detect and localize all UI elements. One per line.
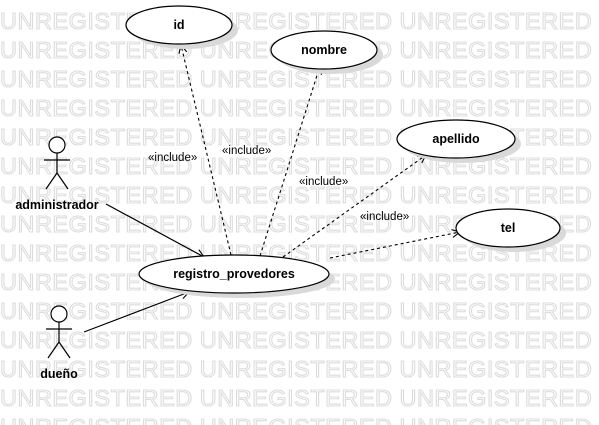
watermark-row: UNREGISTERED UNREGISTERED UNREGISTERED: [0, 356, 592, 382]
watermark-row: UNREGISTERED UNREGISTERED UNREGISTERED: [0, 240, 592, 266]
watermark-row: UNREGISTERED UNREGISTERED UNREGISTERED: [0, 385, 592, 411]
association-administrador: [105, 203, 204, 257]
use-case-registro-provedores-label: registro_provedores: [173, 267, 295, 281]
actor-figure-icon: [44, 136, 70, 190]
watermark-row: UNREGISTERED UNREGISTERED UNREGISTERED: [0, 66, 592, 92]
watermark: UNREGISTERED UNREGISTERED UNREGISTERED UN…: [0, 7, 592, 425]
actor-figure-icon: [46, 305, 72, 359]
use-case-id[interactable]: id: [125, 5, 238, 49]
include-label-tel: «include»: [360, 211, 409, 223]
watermark-row: UNREGISTERED UNREGISTERED UNREGISTERED: [0, 414, 592, 425]
include-label-id: «include»: [148, 152, 197, 164]
use-case-tel[interactable]: tel: [455, 208, 566, 252]
use-case-apellido-label: apellido: [432, 132, 480, 146]
association-dueno: [83, 292, 189, 333]
watermark-row: UNREGISTERED UNREGISTERED UNREGISTERED: [0, 95, 592, 121]
actor-dueno-label: dueño: [40, 367, 78, 381]
include-label-nombre: «include»: [222, 145, 271, 157]
use-case-registro-provedores[interactable]: registro_provedores: [138, 254, 335, 298]
actor-administrador[interactable]: administrador: [15, 136, 99, 212]
actor-dueno[interactable]: dueño: [40, 305, 78, 381]
use-case-tel-label: tel: [501, 221, 516, 235]
use-case-id-label: id: [173, 18, 184, 32]
watermark-row: UNREGISTERED UNREGISTERED UNREGISTERED: [0, 327, 592, 353]
watermark-row: UNREGISTERED UNREGISTERED UNREGISTERED: [0, 298, 592, 324]
use-case-nombre[interactable]: nombre: [270, 30, 383, 74]
use-case-apellido[interactable]: apellido: [396, 119, 521, 163]
include-label-apellido: «include»: [299, 176, 348, 188]
watermark-row: UNREGISTERED UNREGISTERED UNREGISTERED: [0, 8, 592, 34]
watermark-row: UNREGISTERED UNREGISTERED UNREGISTERED: [0, 182, 592, 208]
use-case-nombre-label: nombre: [301, 43, 347, 57]
include-arrow-apellido: [282, 155, 426, 258]
include-arrow-tel: [329, 232, 460, 259]
actor-administrador-label: administrador: [15, 198, 98, 212]
